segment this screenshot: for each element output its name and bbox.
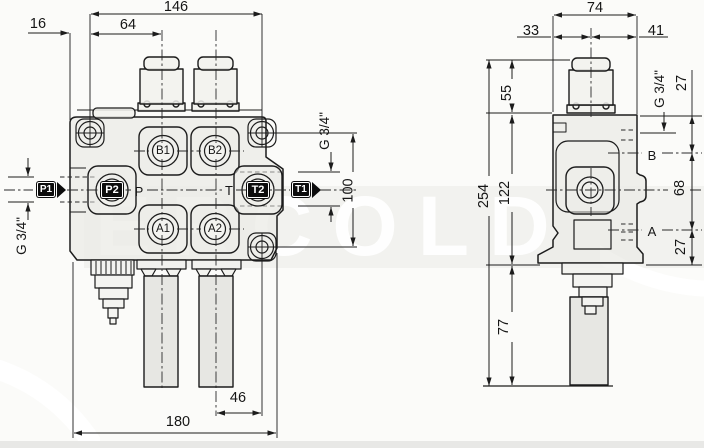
dim-33: 33 bbox=[522, 23, 540, 39]
side-pad bbox=[573, 219, 612, 250]
side-center-lines bbox=[546, 28, 702, 231]
badge-t2: T2 bbox=[246, 181, 270, 199]
dim-64: 64 bbox=[119, 17, 137, 33]
dim-146: 146 bbox=[163, 0, 189, 15]
dim-77: 77 bbox=[496, 318, 512, 336]
front-center-lines bbox=[4, 30, 356, 416]
side-view bbox=[537, 28, 702, 386]
spool-cap-1 bbox=[137, 56, 186, 112]
side-end-plate bbox=[561, 262, 624, 275]
dim-68: 68 bbox=[672, 179, 688, 197]
port-label-b2: B2 bbox=[207, 145, 223, 157]
dim-16: 16 bbox=[29, 16, 47, 32]
t1-arrow-icon bbox=[312, 182, 321, 198]
top-plug bbox=[92, 107, 136, 119]
port-label-a1: A1 bbox=[155, 223, 171, 235]
port-label-b-side: B bbox=[647, 147, 657, 163]
dim-122: 122 bbox=[497, 180, 513, 206]
dim-100: 100 bbox=[340, 178, 356, 203]
dim-41: 41 bbox=[647, 23, 665, 39]
badge-p2: P2 bbox=[100, 181, 124, 199]
port-label-b1: B1 bbox=[155, 145, 171, 157]
spool-bottom-2 bbox=[191, 259, 242, 277]
scan-edge-strip bbox=[0, 441, 704, 448]
port-label-p: P bbox=[134, 183, 144, 199]
watermark-swoosh-left bbox=[0, 360, 100, 448]
front-view bbox=[4, 30, 356, 416]
watermark-swoosh-right bbox=[600, 230, 704, 300]
dim-27-top: 27 bbox=[674, 74, 690, 92]
thread-label-b: G 3/4" bbox=[651, 70, 667, 108]
dim-74: 74 bbox=[586, 0, 604, 16]
thread-label-p1: G 3/4" bbox=[13, 217, 29, 255]
dim-46: 46 bbox=[229, 390, 247, 406]
dim-27-bottom: 27 bbox=[673, 238, 689, 256]
dim-254: 254 bbox=[476, 183, 492, 209]
relief-valve bbox=[90, 259, 135, 325]
port-label-a2: A2 bbox=[207, 223, 223, 235]
spool-rod-2 bbox=[198, 275, 234, 388]
spool-rod-1 bbox=[143, 275, 179, 388]
spool-bottom-1 bbox=[136, 259, 187, 277]
dim-180: 180 bbox=[165, 414, 191, 430]
spool-cap-2 bbox=[191, 56, 240, 112]
badge-p1: P1 bbox=[36, 181, 56, 198]
badge-t1: T1 bbox=[291, 181, 311, 198]
port-label-t: T bbox=[225, 182, 233, 198]
dim-55: 55 bbox=[499, 84, 515, 102]
dimension-lines bbox=[25, 11, 695, 436]
work-ports bbox=[138, 126, 240, 254]
side-cap bbox=[566, 57, 616, 114]
p1-arrow-icon bbox=[57, 182, 66, 198]
thread-label-t1: G 3/4" bbox=[316, 112, 332, 150]
port-label-a-side: A bbox=[647, 223, 657, 239]
extension-lines bbox=[8, 14, 702, 438]
